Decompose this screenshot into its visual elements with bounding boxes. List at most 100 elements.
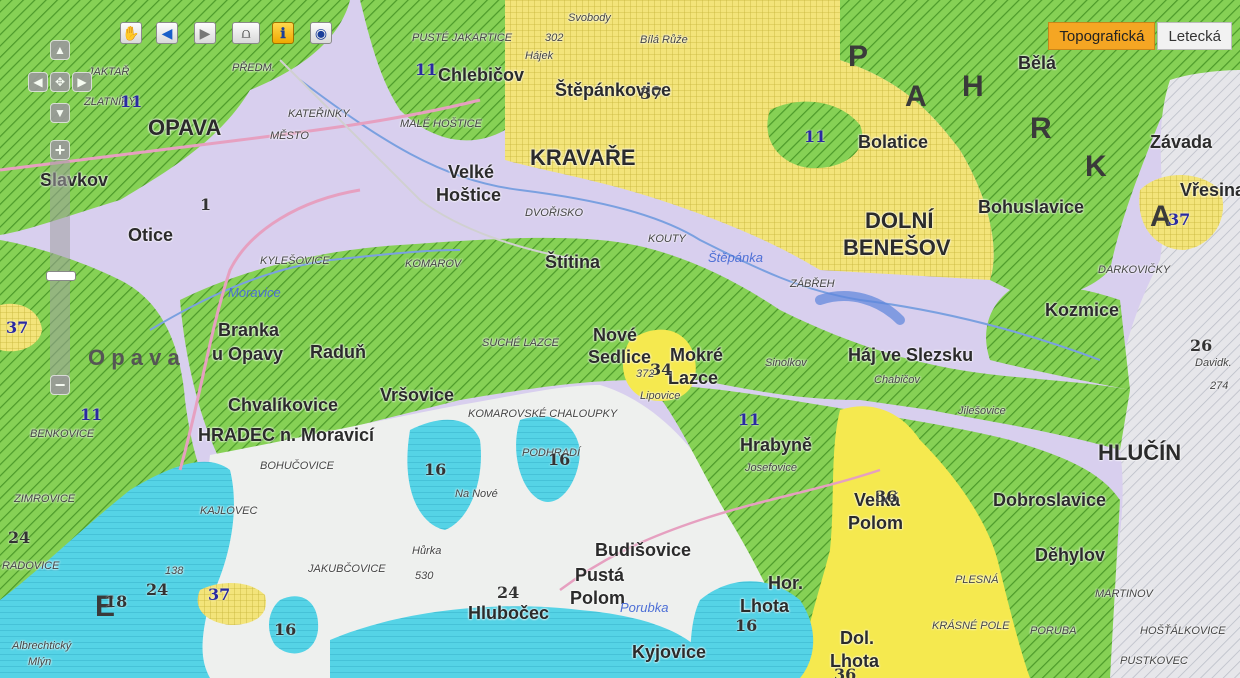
place-label: RADOVICE (2, 560, 60, 572)
place-label: HOŠŤÁLKOVICE (1140, 625, 1226, 637)
profile-icon[interactable]: ⩍ (232, 22, 260, 44)
place-label: Bolatice (858, 132, 929, 152)
place-label: PŘEDM. (232, 62, 275, 74)
info-icon[interactable]: ℹ (272, 22, 294, 44)
place-label: MALÉ HOŠTICE (400, 118, 482, 130)
geology-code: 11 (415, 60, 438, 79)
ridge-letter: A (1150, 200, 1172, 233)
place-label: Davidk. (1195, 357, 1232, 369)
place-label: MĚSTO (270, 130, 309, 142)
ridge-letter: R (1030, 112, 1052, 145)
place-label: KOMAROVSKÉ CHALOUPKY (468, 408, 618, 420)
place-label: ZÁBŘEH (790, 278, 835, 290)
geology-code: 11 (120, 92, 143, 111)
place-label: Sedlice (588, 347, 652, 367)
yellow-patch-sw (197, 583, 266, 625)
place-label: PUSTÉ JAKARTICE (412, 32, 513, 44)
place-label: Vršovice (380, 385, 455, 405)
pan-down-icon[interactable]: ▼ (50, 103, 70, 123)
place-label: JAKTAŘ (88, 66, 130, 78)
cyan-patch-2 (516, 416, 580, 502)
topographic-layer-button[interactable]: Topografická (1048, 22, 1156, 50)
geology-code: 18 (105, 592, 128, 611)
place-label: Budišovice (595, 540, 692, 560)
layer-switcher: Topografická Letecká (1048, 22, 1232, 50)
geology-code: 36 (875, 487, 898, 506)
ridge-letter: K (1085, 150, 1107, 183)
zoom-out-icon[interactable]: − (50, 375, 70, 395)
place-label: Hrabyně (740, 435, 813, 455)
place-label: KRAVAŘE (530, 145, 636, 170)
place-label: ZLATNÍKY (84, 96, 136, 108)
place-label: Velká (854, 490, 901, 510)
place-label: Hůrka (412, 545, 442, 557)
pan-up-icon[interactable]: ▲ (50, 40, 70, 60)
place-label: Na Nové (455, 488, 498, 500)
place-label: PORUBA (1030, 625, 1077, 637)
geology-code: 16 (274, 620, 297, 639)
geology-code: 16 (735, 616, 758, 635)
place-label: BENEŠOV (843, 235, 951, 260)
green-island-bolatice (767, 101, 863, 169)
place-label: Vřesina (1180, 180, 1240, 200)
place-label: Bohuslavice (978, 197, 1085, 217)
place-label: Závada (1150, 132, 1213, 152)
place-label: KAJLOVEC (200, 505, 258, 517)
elevation-label: 372 (636, 368, 655, 380)
place-label: ZIMROVICE (14, 493, 76, 505)
place-label: Nové (593, 325, 638, 345)
place-label: HRADEC n. Moravicí (198, 425, 375, 445)
river-moravice (149, 249, 461, 331)
road-1 (0, 98, 481, 172)
geology-code: 37 (640, 84, 663, 103)
pan-right-icon[interactable]: ▶ (72, 72, 92, 92)
place-label: Kyjovice (632, 642, 707, 662)
elevation-label: 138 (165, 565, 184, 577)
place-label: Lhota (740, 596, 789, 616)
place-label: Albrechtický (12, 640, 72, 652)
globe-icon[interactable]: ◉ (310, 22, 332, 44)
place-label: u Opavy (212, 344, 284, 364)
place-label: Dobroslavice (993, 490, 1107, 510)
pan-left-icon[interactable]: ◀ (28, 72, 48, 92)
place-label: Štítina (545, 252, 601, 272)
elevation-label: 302 (545, 32, 564, 44)
white-zone-south (200, 385, 800, 678)
place-label: BOHUČOVICE (260, 460, 334, 472)
place-label: Kozmice (1045, 300, 1120, 320)
geology-code: 37 (208, 585, 231, 604)
place-label: KATEŘINKY (288, 108, 350, 120)
forward-arrow-icon[interactable]: ▶ (194, 22, 216, 44)
back-arrow-icon[interactable]: ◀ (156, 22, 178, 44)
zoom-in-icon[interactable]: + (50, 140, 70, 160)
pan-center-icon[interactable]: ✥ (50, 72, 70, 92)
cyan-patch-1 (407, 419, 481, 530)
place-label: Otice (128, 225, 174, 245)
place-label: Bělá (1018, 53, 1057, 73)
geology-code: 24 (8, 528, 31, 547)
zoom-slider-thumb[interactable] (46, 271, 76, 282)
place-label: JAKUBČOVICE (308, 563, 386, 575)
river-label: Štěpánka (708, 250, 763, 265)
elevation-label: 530 (415, 570, 434, 582)
cyan-patch-3 (268, 596, 319, 654)
place-label: BENKOVICE (30, 428, 95, 440)
place-label: Štěpánkovice (555, 80, 672, 100)
lake (815, 291, 905, 325)
geology-code: 24 (146, 580, 169, 599)
yellow-patch-mokre-lazce (622, 329, 696, 401)
region-label: O p a v a (88, 345, 180, 370)
place-label: MARTINOV (1095, 588, 1153, 600)
ridge-letter: A (905, 80, 927, 113)
place-label: Branka (218, 320, 280, 340)
ridge-letter: H (962, 70, 984, 103)
place-label: Hor. (768, 573, 804, 593)
place-label: Bílá Růže (640, 34, 688, 46)
pan-hand-icon[interactable]: ✋ (120, 22, 142, 44)
place-label: Chabičov (874, 374, 920, 386)
zoom-slider[interactable] (50, 160, 70, 378)
aerial-layer-button[interactable]: Letecká (1157, 22, 1232, 50)
green-zone-ne (840, 0, 1240, 296)
place-label: KOMAROV (405, 258, 462, 270)
